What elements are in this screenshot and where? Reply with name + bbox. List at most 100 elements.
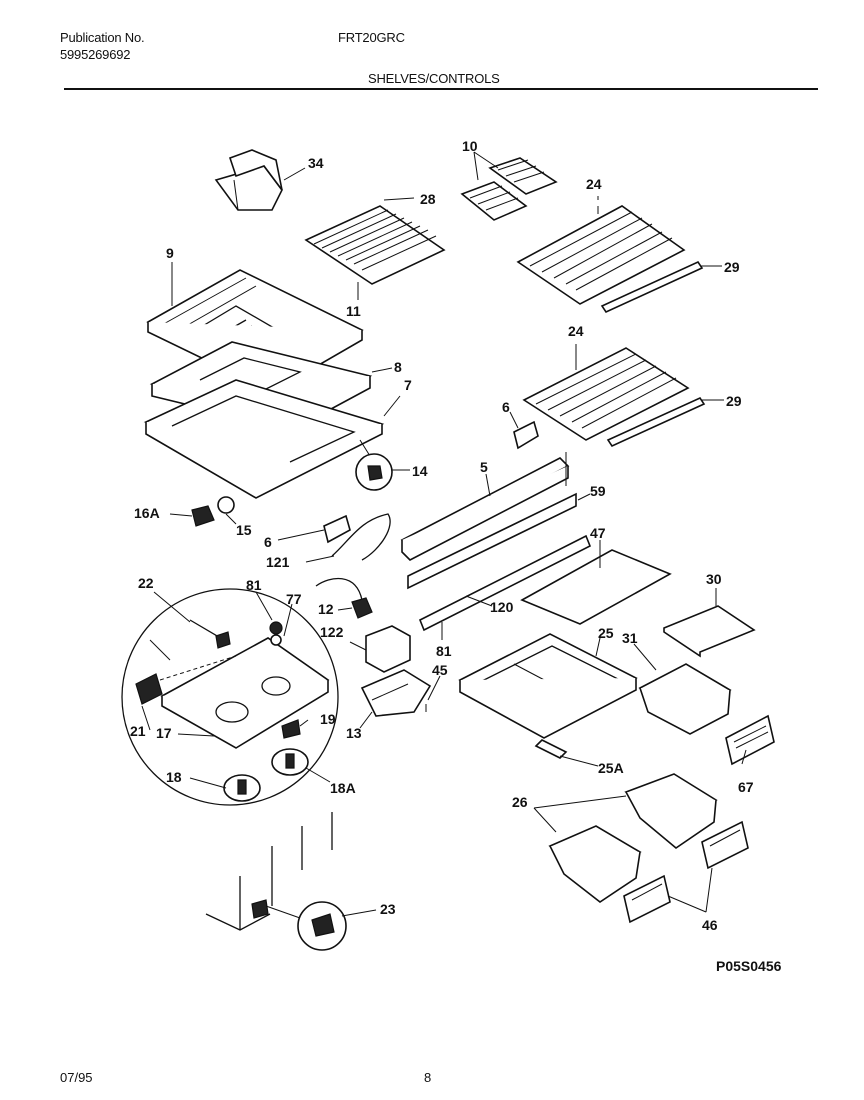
callout-25A: 25A: [598, 760, 624, 776]
part-crisper-rail: [400, 452, 570, 561]
callout-6a: 6: [502, 399, 510, 415]
part-door-bin: [214, 149, 283, 211]
leader-23: [341, 909, 377, 917]
callout-34: 34: [308, 155, 324, 171]
header-rule: [64, 88, 818, 90]
callout-21: 21: [130, 723, 146, 739]
leader-5: [485, 473, 491, 497]
publication-date: 07/95: [60, 1070, 93, 1085]
callout-24b: 24: [568, 323, 584, 339]
leader-18a: [305, 767, 331, 783]
leader-25a: [559, 755, 599, 767]
leader-59: [577, 493, 591, 501]
callout-45: 45: [432, 662, 448, 678]
callout-120: 120: [490, 599, 514, 615]
callout-6b: 6: [264, 534, 272, 550]
part-crisper-frame: [458, 633, 638, 739]
callout-18: 18: [166, 769, 182, 785]
callout-12: 12: [318, 601, 334, 617]
leader-19: [299, 719, 309, 727]
callout-26: 26: [512, 794, 528, 810]
part-wire-harness: [331, 513, 391, 561]
part-lamp-socket: [191, 496, 235, 527]
part-glass-shelf: [520, 549, 672, 625]
part-light-socket: [351, 597, 373, 619]
part-control-knobs: [223, 748, 309, 802]
part-crisper-panel: [663, 605, 756, 658]
leader-45: [425, 675, 441, 712]
leader-16a-15: [169, 513, 237, 525]
part-cabinet-corner: [205, 812, 347, 951]
model-number: FRT20GRC: [338, 30, 405, 45]
callout-16A: 16A: [134, 505, 160, 521]
part-lower-bracket: [418, 534, 592, 632]
callout-30: 30: [706, 571, 722, 587]
leader-67: [741, 749, 747, 765]
part-shelf-trim-upper: [600, 260, 704, 314]
callout-24a: 24: [586, 176, 602, 192]
callout-18A: 18A: [330, 780, 356, 796]
part-bracket-upper: [513, 420, 539, 450]
callout-7: 7: [404, 377, 412, 393]
part-shelf-trim-lower: [606, 396, 706, 448]
publication-number: 5995269692: [60, 47, 131, 62]
part-control-housing: [360, 625, 432, 717]
leader-122: [349, 641, 367, 651]
part-crisper-drawer: [638, 663, 732, 735]
part-cabinet-pan: [143, 379, 385, 499]
part-freezer-wire-shelf: [304, 205, 446, 285]
callout-22: 22: [138, 575, 154, 591]
leader-17: [177, 733, 215, 737]
leader-13: [359, 711, 373, 729]
callout-29a: 29: [724, 259, 740, 275]
part-pan-fronts: [623, 820, 749, 924]
leader-81a: [255, 591, 273, 621]
callout-8: 8: [394, 359, 402, 375]
part-upper-fresh-shelf: [516, 196, 686, 305]
leader-77: [283, 603, 293, 637]
callout-19: 19: [320, 711, 336, 727]
leader-21: [141, 705, 151, 731]
control-assembly-detail: [121, 588, 339, 806]
callout-28: 28: [420, 191, 436, 207]
leader-8: [371, 367, 393, 373]
leader-22: [153, 591, 191, 623]
part-drawer-front: [725, 714, 775, 766]
part-rail-25a: [534, 739, 568, 759]
callout-15: 15: [236, 522, 252, 538]
leader-6a: [509, 411, 519, 429]
callout-14: 14: [412, 463, 428, 479]
leader-18: [189, 777, 227, 789]
callout-25: 25: [598, 625, 614, 641]
leader-28: [383, 197, 415, 201]
leader-10: [473, 151, 499, 181]
leader-6b: [277, 529, 325, 541]
callout-29b: 29: [726, 393, 742, 409]
part-damper-control: [355, 453, 393, 491]
callout-122: 122: [320, 624, 344, 640]
callout-11: 11: [346, 303, 361, 319]
leader-31: [633, 643, 657, 671]
callout-81a: 81: [246, 577, 262, 593]
callout-77: 77: [286, 591, 302, 607]
leader-121: [305, 555, 335, 563]
part-ice-trays: [460, 157, 558, 221]
callout-46: 46: [702, 917, 718, 933]
callout-81b: 81: [436, 643, 452, 659]
diagram-reference-code: P05S0456: [716, 958, 782, 974]
leader-25: [595, 637, 601, 657]
callout-5: 5: [480, 459, 488, 475]
part-support-bracket: [407, 492, 577, 590]
callout-23: 23: [380, 901, 396, 917]
callout-67: 67: [738, 779, 754, 795]
callout-9: 9: [166, 245, 174, 261]
part-bracket-lower: [323, 514, 351, 544]
part-wire-lower: [315, 577, 363, 601]
leader-7: [359, 395, 401, 457]
leader-12: [337, 607, 353, 611]
page-number: 8: [424, 1070, 432, 1085]
callout-31: 31: [622, 630, 638, 646]
callout-121: 121: [266, 554, 290, 570]
publication-label: Publication No.: [60, 30, 145, 45]
